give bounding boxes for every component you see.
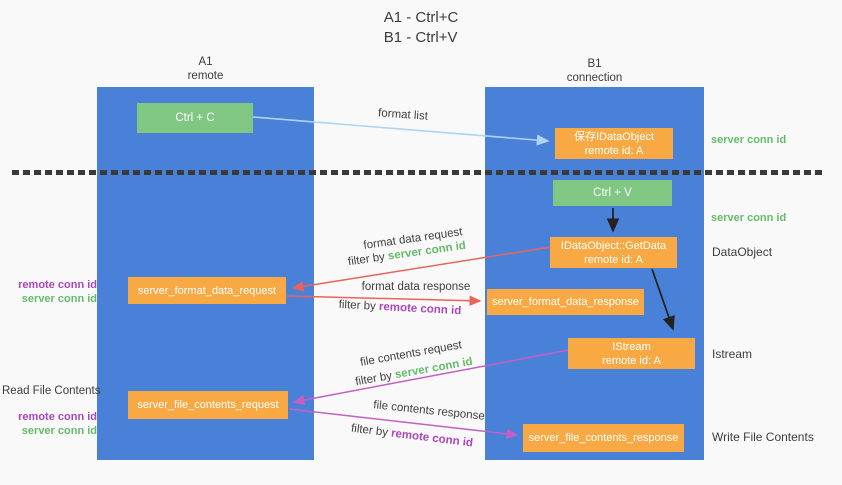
lane-b1-subtitle: connection [566,72,623,84]
server-conn-id-label-save: server conn id [711,134,787,146]
server-format-data-response-box: server_format_data_response [487,289,644,315]
istream-line2: remote id: A [602,354,661,367]
istream-line1: IStream [612,340,651,353]
filter-by-remote-conn-id-label-1: filter by remote conn id [338,298,462,318]
save-idataobject-line1: 保存IDataObject [573,130,655,143]
lane-a1-title: A1 [198,56,213,68]
lane-a1-subtitle: remote [187,70,224,82]
server-conn-id-label-ctrlv: server conn id [711,212,787,224]
server-conn-id-label-format: server conn id [21,293,97,305]
server-file-contents-request-box: server_file_contents_request [128,391,288,419]
title-line-1: A1 - Ctrl+C [383,9,459,26]
title-line-2: B1 - Ctrl+V [383,29,458,46]
format-request-label: server_format_data_request [137,284,277,297]
ctrl-c-label: Ctrl + C [175,112,215,124]
format-conn-id-group: remote conn id server conn id [2,278,97,306]
server-file-contents-response-box: server_file_contents_response [523,424,684,452]
phase-divider-dotted-line [12,170,823,175]
server-conn-id-label-file: server conn id [21,425,97,437]
read-file-contents-label: Read File Contents [2,385,101,397]
ctrl-v-label: Ctrl + V [593,187,632,199]
ctrl-v-box: Ctrl + V [553,180,672,206]
remote-conn-id-label-file: remote conn id [18,411,97,423]
save-idataobject-line2: remote id: A [584,144,644,157]
istream-side-label: Istream [712,347,753,361]
format-data-response-label: format data response [361,281,471,293]
format-response-label: server_format_data_response [492,296,639,308]
dataobject-label: DataObject [712,245,773,259]
filter-by-remote-conn-id-label-2: filter by remote conn id [350,422,474,450]
lane-b1-title: B1 [587,58,602,70]
write-file-contents-label: Write File Contents [712,430,814,444]
istream-box: IStream remote id: A [568,338,695,369]
file-response-label: server_file_contents_response [528,432,679,444]
getdata-line1: IDataObject::GetData [560,239,667,252]
diagram-title: A1 - Ctrl+C B1 - Ctrl+V [0,8,842,48]
remote-conn-id-label-format: remote conn id [18,279,97,291]
lane-header-b1: B1 connection [485,57,704,85]
ctrl-c-box: Ctrl + C [137,103,253,133]
save-idataobject-box: 保存IDataObject remote id: A [555,128,673,159]
getdata-line2: remote id: A [584,253,643,266]
lane-header-a1: A1 remote [97,55,314,83]
idataobject-getdata-box: IDataObject::GetData remote id: A [550,237,677,268]
file-request-label: server_file_contents_request [137,399,279,411]
server-format-data-request-box: server_format_data_request [128,277,286,304]
file-conn-id-group: remote conn id server conn id [2,410,97,438]
format-list-label: format list [377,107,429,123]
